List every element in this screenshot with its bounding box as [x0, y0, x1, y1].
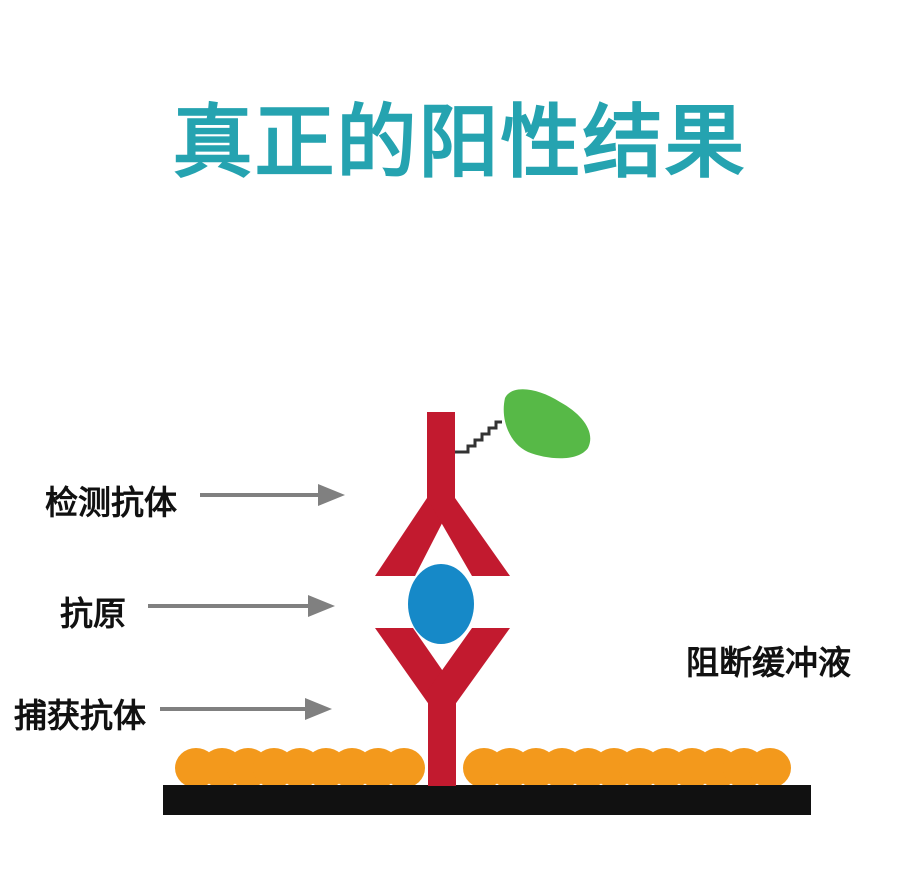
label-capture-antibody: 捕获抗体 [14, 696, 146, 735]
label-blocking-buffer: 阻断缓冲液 [686, 643, 851, 682]
enzyme-label [503, 389, 591, 459]
detection-antibody-right-arm [427, 498, 510, 576]
detection-antibody-stem [427, 412, 455, 512]
arrow-detection-antibody [200, 484, 345, 506]
diagram-title: 真正的阳性结果 [172, 96, 747, 189]
blocking-buffer-particles [175, 748, 791, 788]
arrow-capture-antibody [160, 698, 332, 720]
arrow-antigen [148, 595, 335, 617]
label-antigen: 抗原 [60, 594, 126, 633]
label-detection-antibody: 检测抗体 [45, 483, 177, 522]
capture-antibody [375, 628, 510, 786]
plate-surface [163, 785, 811, 815]
capture-antibody-right-arm [428, 628, 510, 706]
detection-antibody [375, 412, 510, 576]
enzyme-linker [455, 420, 502, 454]
antigen-shape [408, 564, 474, 644]
blocking-particle [749, 748, 791, 788]
detection-antibody-left-arm [375, 498, 455, 576]
blocking-particle [383, 748, 425, 788]
